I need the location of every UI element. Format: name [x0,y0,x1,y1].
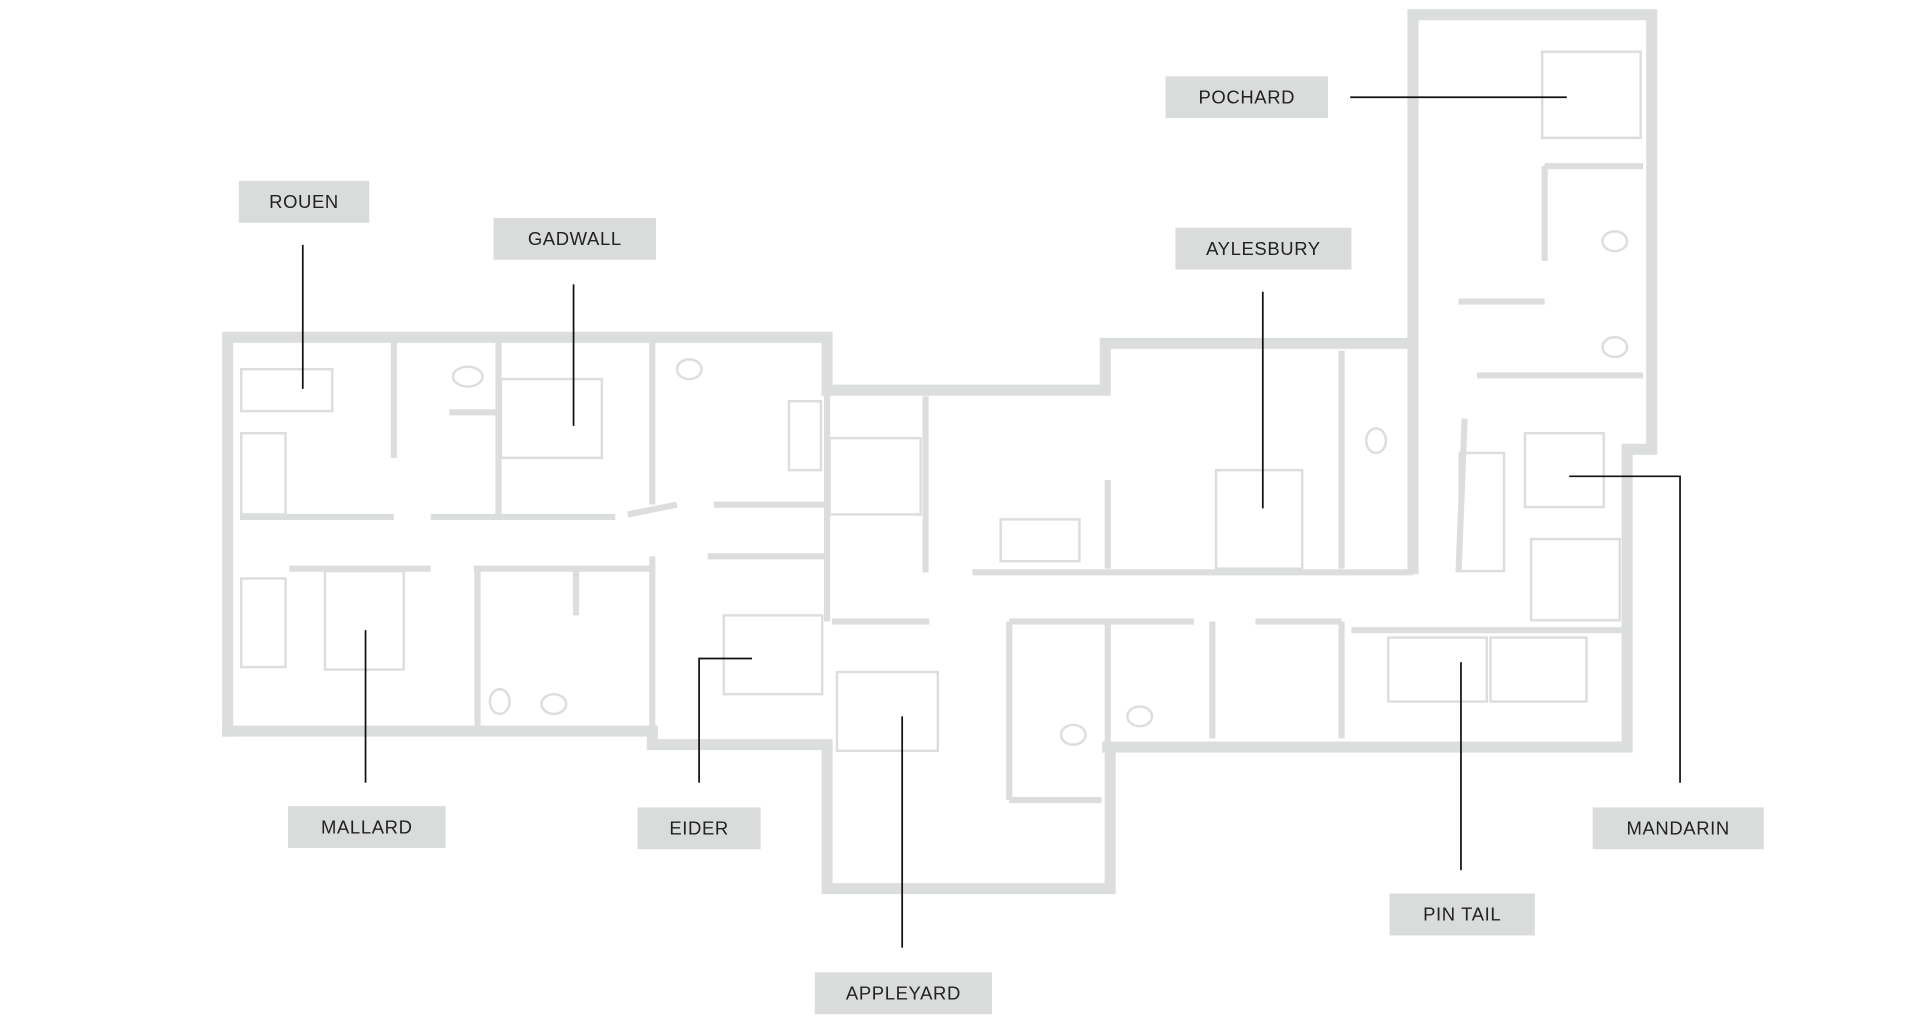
room-label-mandarin[interactable]: MANDARIN [1592,807,1764,850]
room-label-appleyard[interactable]: APPLEYARD [814,972,993,1015]
leader-lines [301,96,1681,948]
room-label-eider[interactable]: EIDER [637,807,761,850]
furniture [240,50,1642,753]
room-label-pochard[interactable]: POCHARD [1165,76,1329,119]
outer-walls [222,9,1658,895]
room-label-mallard[interactable]: MALLARD [288,806,446,849]
interior-walls [240,163,1644,804]
room-label-pin-tail[interactable]: PIN TAIL [1389,893,1535,936]
room-label-aylesbury[interactable]: AYLESBURY [1175,227,1352,270]
room-label-gadwall[interactable]: GADWALL [493,217,657,260]
room-label-rouen[interactable]: ROUEN [238,180,370,223]
